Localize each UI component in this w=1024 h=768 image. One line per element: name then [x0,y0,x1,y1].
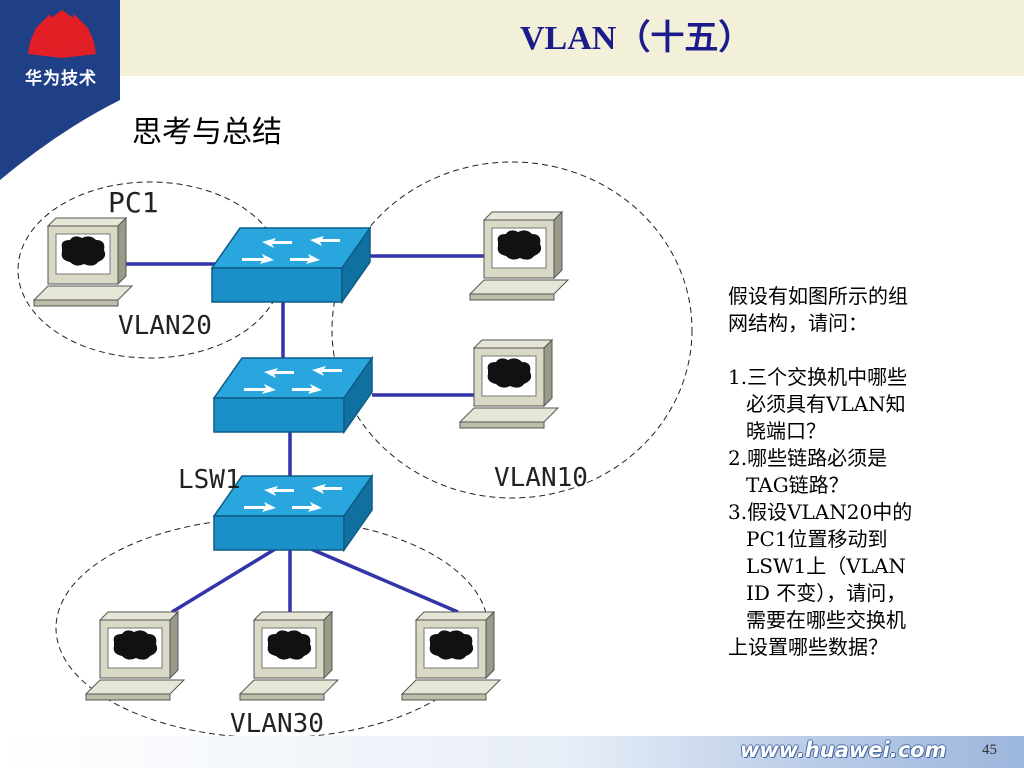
vlan10-boundary [331,161,693,499]
question-line: 2.哪些链路必须是 [728,446,888,470]
switch-icon [211,227,371,303]
question-line: 网结构，请问： [728,311,868,335]
question-line: PC1位置移动到 [746,527,888,551]
footer-bar [0,736,1024,768]
question-line: LSW1上（VLAN [746,554,906,578]
question-line: ID 不变），请问， [746,581,907,605]
computer-icon [239,611,339,701]
label-vlan10: VLAN10 [494,463,588,493]
label-vlan20: VLAN20 [118,311,212,341]
question-text: 假设有如图所示的组 网结构，请问： 1.三个交换机中哪些 必须具有VLAN知 晓… [728,283,968,661]
computer-icon [469,211,569,301]
page-number: 45 [982,742,997,758]
question-line: 需要在哪些交换机 [746,608,906,632]
label-pc1: PC1 [108,186,159,219]
question-line: 假设有如图所示的组 [728,284,908,308]
header-band [0,0,1024,76]
question-line: 3.假设VLAN20中的 [728,500,913,524]
label-lsw1: LSW1 [178,465,241,495]
computer-icon [401,611,501,701]
question-line: 上设置哪些数据？ [728,635,888,659]
label-vlan30: VLAN30 [230,709,324,739]
computer-icon [33,217,133,307]
logo-text: 华为技术 [25,69,97,89]
question-line: 必须具有VLAN知 [746,392,906,416]
sidebar-banner [0,0,120,180]
question-line: TAG链路？ [746,473,849,497]
footer-url: www.huawei.com [740,738,947,762]
huawei-logo-icon [28,10,96,58]
question-line: 1.三个交换机中哪些 [728,365,908,389]
slide-title: VLAN（十五） [520,20,753,57]
computer-icon [85,611,185,701]
question-line: 晓端口？ [746,419,826,443]
switch-icon [213,357,373,433]
computer-icon [459,339,559,429]
slide-subtitle: 思考与总结 [132,115,282,150]
link-switch-bottom-pc-right [289,538,459,614]
link-switch-bottom-pc-left [171,538,291,614]
